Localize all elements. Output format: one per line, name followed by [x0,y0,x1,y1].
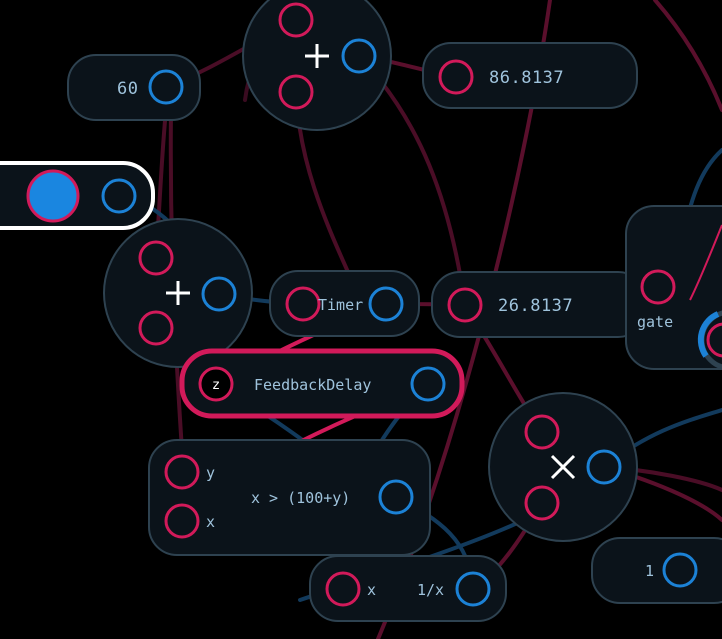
feedback-delay-label: FeedbackDelay [254,376,371,394]
outlet[interactable] [201,276,237,312]
outlet[interactable] [410,366,446,402]
node-add-top[interactable] [242,0,392,131]
inlet[interactable] [640,269,676,305]
toggle-button[interactable] [26,169,80,223]
outlet[interactable] [455,571,491,607]
readout-86-value: 86.8137 [489,68,564,88]
node-add-mid[interactable] [103,218,253,368]
envelope-curve [689,224,722,301]
node-compare[interactable]: y x x > (100+y) [148,439,431,556]
knob-arc[interactable] [697,311,720,358]
wire[interactable] [653,0,722,112]
node-multiply[interactable] [488,392,638,542]
inlet[interactable] [198,366,234,402]
inlet[interactable] [138,240,174,276]
inlet[interactable] [278,74,314,110]
node-const-1[interactable]: 1 [591,537,722,604]
node-timer[interactable]: Timer [269,270,420,337]
node-reciprocal[interactable]: x 1/x [309,555,507,622]
compare-expression: x > (100+y) [251,489,350,507]
outlet[interactable] [368,286,404,322]
node-readout-26[interactable]: 26.8137 [431,271,647,338]
inlet[interactable] [524,414,560,450]
outlet[interactable] [662,552,698,588]
inlet[interactable] [285,286,321,322]
outlet[interactable] [586,449,622,485]
inlet[interactable] [325,571,361,607]
inlet[interactable] [706,322,722,358]
reciprocal-inlet-x-label: x [367,581,376,599]
inlet[interactable] [278,2,314,38]
compare-inlet-x-label: x [206,513,215,531]
readout-26-value: 26.8137 [498,296,573,316]
node-readout-86[interactable]: 86.8137 [422,42,638,109]
const-60-value: 60 [117,79,138,99]
plus-icon [166,281,190,305]
multiply-icon [550,454,576,480]
node-toggle[interactable] [0,161,155,230]
const-1-value: 1 [645,562,654,580]
gate-label: gate [637,313,673,331]
outlet[interactable] [341,38,377,74]
outlet[interactable] [101,178,137,214]
node-gate[interactable]: gate [625,205,722,370]
outlet[interactable] [148,69,184,105]
inlet[interactable] [438,59,474,95]
compare-inlet-y-label: y [206,464,215,482]
inlet[interactable] [164,503,200,539]
node-const-60[interactable]: 60 [67,54,201,121]
inlet[interactable] [524,485,560,521]
plus-icon [305,44,329,68]
inlet[interactable] [138,310,174,346]
reciprocal-label: 1/x [417,581,444,599]
node-feedback-delay[interactable]: z FeedbackDelay [179,348,465,419]
inlet[interactable] [447,287,483,323]
outlet[interactable] [378,479,414,515]
timer-label: Timer [318,296,363,314]
feedback-inlet-label: z [213,378,220,393]
inlet[interactable] [164,454,200,490]
